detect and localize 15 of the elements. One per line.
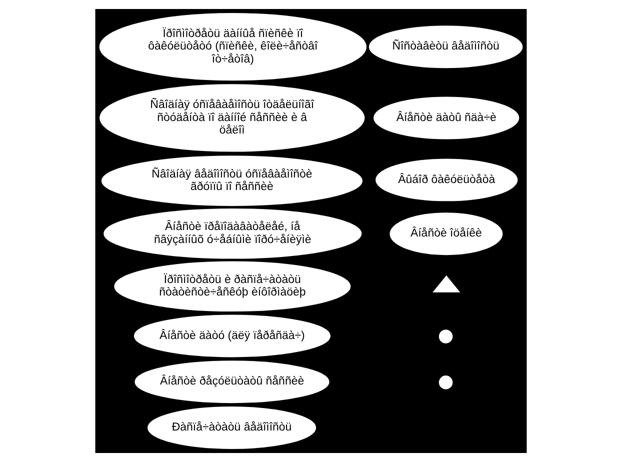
node-ellipse: Ñîñòàâèòü âåäîìîñòü (368, 25, 522, 68)
node-ellipse: Âíåñòè ðåçóëüòàòû ñåññèè (134, 360, 329, 403)
node-ellipse: Ðàñïå÷àòàòü âåäîìîñòü (146, 406, 316, 448)
node-circle (438, 375, 452, 389)
node-ellipse: Ïðîñìîòðåòü äàííûå ñïèñêè ïî ôàêóëüòåòó (ñïèñêè, êîëè÷åñòâî îò÷åòîâ) (98, 12, 366, 80)
node-ellipse: Âíåñòè äàòû ñäà÷è (373, 96, 519, 139)
node-ellipse: Âíåñòè îöåíêè (389, 212, 502, 255)
node-circle (438, 329, 452, 343)
node-ellipse: Ïðîñìîòðåòü è ðàñïå÷àòàòü ñòàòèñòè÷åñêóþ èíôîðìàöèþ (114, 260, 350, 312)
node-ellipse: Âûáîð ôàêóëüòåòà (375, 158, 518, 201)
node-ellipse: Ñâîäíàÿ âåäîìîñòü óñïåâàåìîñòè ãðóïïû ïî ñåññèè (100, 155, 362, 206)
node-ellipse: Âíåñòè äàòó (äëÿ ïåðåñäà÷) (133, 314, 330, 357)
node-triangle (432, 274, 460, 292)
node-ellipse: Ñâîäíàÿ óñïåâàåìîñòü îòäåëüíîãî ñòóäåíòà ïî äàííîé ñåññèè è â öåëîì (99, 84, 364, 152)
node-ellipse: Âíåñòè ïðåïîäàâàòåëåé, íå ñâÿçàííûõ ó÷åáíûìè ïîðó÷åíèÿìè (103, 208, 362, 258)
